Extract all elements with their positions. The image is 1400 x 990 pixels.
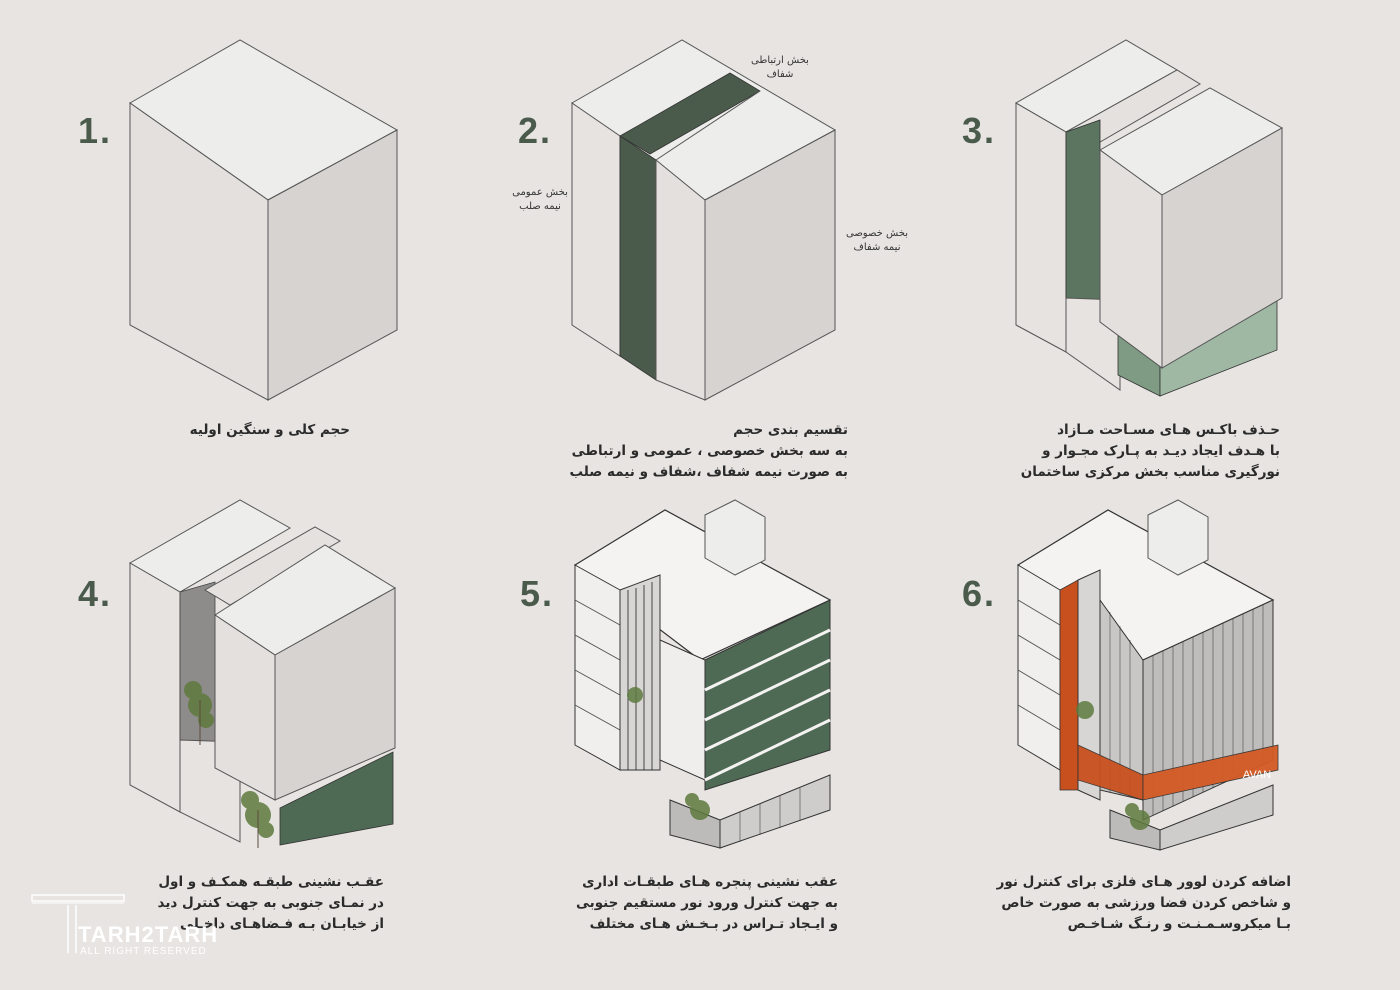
logo-name: TARH2TARH xyxy=(78,922,219,947)
label-private-zone: بخش خصوصی نیمه شفاف xyxy=(845,228,908,253)
tree-icon xyxy=(1076,701,1150,830)
step-number-6: 6. xyxy=(962,573,997,614)
step-caption-2: تقسیم بندی حجم به سه بخش خصوصی ، عمومی و… xyxy=(569,422,849,480)
step-caption-1: حجم کلی و سنگین اولیه xyxy=(189,422,350,438)
step-number-4: 4. xyxy=(78,573,113,614)
tree-icon xyxy=(627,687,710,820)
logo-tagline: ALL RIGHT RESERVED xyxy=(80,946,207,957)
step-caption-3: حـذف باکـس هـای مسـاحت مـازاد با هـدف ای… xyxy=(1020,422,1280,480)
step-caption-6: اضافه کردن لوور هـای فلزی برای کنترل نور… xyxy=(996,874,1291,932)
step-number-3: 3. xyxy=(962,110,997,151)
step-caption-4: عقـب نشینی طبقـه همکـف و اول در نمـای جن… xyxy=(157,874,384,932)
label-connection-zone: بخش ارتباطی شفاف xyxy=(751,55,809,80)
step-number-1: 1. xyxy=(78,110,113,151)
logo-mark-icon xyxy=(31,894,125,953)
step-caption-5: عقب نشینی پنجره هـای طبقـات اداری به جهت… xyxy=(575,874,838,932)
sign-label: AVAN xyxy=(1242,769,1272,781)
step-number-2: 2. xyxy=(518,110,553,151)
label-public-zone: بخش عمومی نیمه صلب xyxy=(512,187,568,212)
step-number-5: 5. xyxy=(520,573,555,614)
